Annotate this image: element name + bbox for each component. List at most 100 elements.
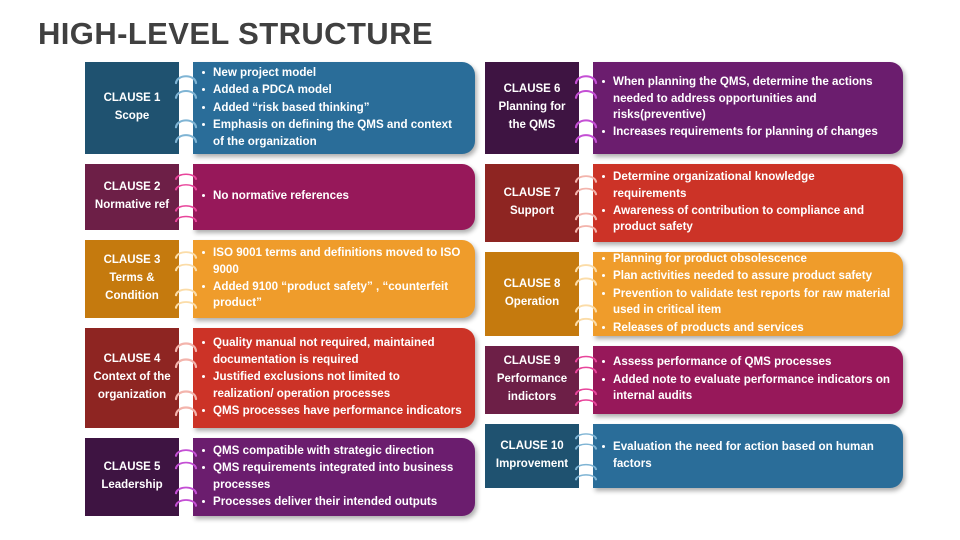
clause-label-right-4[interactable]: CLAUSE 10 Improvement bbox=[485, 424, 579, 488]
clause-connector bbox=[574, 62, 598, 154]
clause-bullet-item: Determine organizational knowledge requi… bbox=[599, 169, 891, 202]
clause-number: CLAUSE 8 bbox=[503, 278, 561, 291]
page-title: HIGH-LEVEL STRUCTURE bbox=[38, 16, 433, 51]
binding-stitch-icon bbox=[574, 264, 598, 327]
clause-name: Scope bbox=[114, 110, 150, 122]
clause-body-right-0: When planning the QMS, determine the act… bbox=[593, 62, 903, 154]
clause-number: CLAUSE 4 bbox=[103, 353, 161, 366]
binding-stitch-icon bbox=[174, 342, 198, 417]
binding-stitch-icon bbox=[574, 355, 598, 406]
clause-bullet-item: Processes deliver their intended outputs bbox=[199, 494, 463, 510]
clause-body-right-4: Evaluation the need for action based on … bbox=[593, 424, 903, 488]
clause-number: CLAUSE 9 bbox=[503, 355, 561, 368]
clause-bullet-item: Quality manual not required, maintained … bbox=[199, 335, 463, 368]
clause-row[interactable]: CLAUSE 7 Support Determine organizational … bbox=[485, 164, 903, 242]
clause-row[interactable]: CLAUSE 10 Improvement Evaluation the need … bbox=[485, 424, 903, 488]
clause-label-right-1[interactable]: CLAUSE 7 Support bbox=[485, 164, 579, 242]
clause-connector bbox=[574, 424, 598, 488]
clause-bullet-item: Added note to evaluate performance indic… bbox=[599, 372, 891, 405]
clause-name: Terms & Condition bbox=[105, 272, 159, 302]
clause-label-left-4[interactable]: CLAUSE 5 Leadership bbox=[85, 438, 179, 516]
clause-label-left-2[interactable]: CLAUSE 3 Terms & Condition bbox=[85, 240, 179, 318]
clause-number: CLAUSE 10 bbox=[500, 440, 564, 453]
clause-label-left-0[interactable]: CLAUSE 1 Scope bbox=[85, 62, 179, 154]
clause-row[interactable]: CLAUSE 8 Operation Planning for product ob… bbox=[485, 252, 903, 336]
clause-bullet-item: Prevention to validate test reports for … bbox=[599, 286, 891, 319]
clause-bullet-item: Emphasis on defining the QMS and context… bbox=[199, 117, 463, 150]
clause-body-right-1: Determine organizational knowledge requi… bbox=[593, 164, 903, 242]
clause-body-left-2: ISO 9001 terms and definitions moved to … bbox=[193, 240, 475, 318]
clause-bullet-item: When planning the QMS, determine the act… bbox=[599, 74, 891, 123]
clause-number: CLAUSE 7 bbox=[503, 187, 561, 200]
clause-bullet-item: Justified exclusions not limited to real… bbox=[199, 369, 463, 402]
binding-stitch-icon bbox=[174, 173, 198, 223]
clause-label-left-1[interactable]: CLAUSE 2 Normative ref bbox=[85, 164, 179, 230]
clause-connector bbox=[174, 438, 198, 516]
clause-name: Normative ref bbox=[94, 199, 170, 211]
clause-name: Operation bbox=[504, 296, 560, 308]
clause-connector bbox=[174, 240, 198, 318]
clause-bullet-item: Awareness of contribution to compliance … bbox=[599, 203, 891, 236]
binding-stitch-icon bbox=[574, 175, 598, 233]
clause-bullet-item: Added 9100 “product safety” , “counterfe… bbox=[199, 279, 463, 312]
binding-stitch-icon bbox=[174, 251, 198, 309]
clause-bullet-list: Evaluation the need for action based on … bbox=[599, 439, 891, 473]
clause-bullet-list: When planning the QMS, determine the act… bbox=[599, 74, 891, 142]
clause-connector bbox=[174, 328, 198, 428]
clause-connector bbox=[574, 252, 598, 336]
clause-label-right-3[interactable]: CLAUSE 9 Performance indictors bbox=[485, 346, 579, 414]
binding-stitch-icon bbox=[574, 75, 598, 144]
clause-bullet-list: No normative references bbox=[199, 188, 463, 205]
clause-label-right-2[interactable]: CLAUSE 8 Operation bbox=[485, 252, 579, 336]
binding-stitch-icon bbox=[174, 75, 198, 144]
clause-body-left-3: Quality manual not required, maintained … bbox=[193, 328, 475, 428]
clause-name: Support bbox=[509, 205, 555, 217]
clause-number: CLAUSE 6 bbox=[503, 83, 561, 96]
clause-name: Improvement bbox=[495, 458, 569, 470]
clause-bullet-item: ISO 9001 terms and definitions moved to … bbox=[199, 245, 463, 278]
clause-bullet-list: ISO 9001 terms and definitions moved to … bbox=[199, 245, 463, 313]
clause-number: CLAUSE 3 bbox=[103, 254, 161, 267]
clause-connector bbox=[174, 62, 198, 154]
clause-bullet-item: QMS processes have performance indicator… bbox=[199, 403, 463, 419]
clause-bullet-item: Added “risk based thinking” bbox=[199, 100, 463, 116]
clause-connector bbox=[574, 346, 598, 414]
clause-body-left-1: No normative references bbox=[193, 164, 475, 230]
clause-bullet-item: No normative references bbox=[199, 188, 463, 204]
clause-bullet-item: Evaluation the need for action based on … bbox=[599, 439, 891, 472]
binding-stitch-icon bbox=[174, 449, 198, 507]
clause-bullet-item: Added a PDCA model bbox=[199, 82, 463, 98]
clause-row[interactable]: CLAUSE 5 Leadership QMS compatible with st… bbox=[85, 438, 475, 516]
clause-row[interactable]: CLAUSE 9 Performance indictors Assess perf… bbox=[485, 346, 903, 414]
clause-number: CLAUSE 2 bbox=[103, 181, 161, 194]
clause-name: Performance indictors bbox=[496, 373, 568, 403]
clause-bullet-item: Releases of products and services bbox=[599, 320, 891, 336]
clause-bullet-item: New project model bbox=[199, 65, 463, 81]
clause-bullet-list: Quality manual not required, maintained … bbox=[199, 335, 463, 420]
clause-bullet-item: Planning for product obsolescence bbox=[599, 251, 891, 267]
clause-bullet-list: Determine organizational knowledge requi… bbox=[599, 169, 891, 237]
clause-row[interactable]: CLAUSE 2 Normative ref No normative refere… bbox=[85, 164, 475, 230]
clause-number: CLAUSE 5 bbox=[103, 461, 161, 474]
clause-connector bbox=[174, 164, 198, 230]
clause-row[interactable]: CLAUSE 3 Terms & Condition ISO 9001 terms … bbox=[85, 240, 475, 318]
clause-name: Leadership bbox=[101, 479, 163, 491]
binding-stitch-icon bbox=[574, 433, 598, 481]
clause-bullet-item: QMS requirements integrated into busines… bbox=[199, 460, 463, 493]
clause-number: CLAUSE 1 bbox=[103, 92, 161, 105]
